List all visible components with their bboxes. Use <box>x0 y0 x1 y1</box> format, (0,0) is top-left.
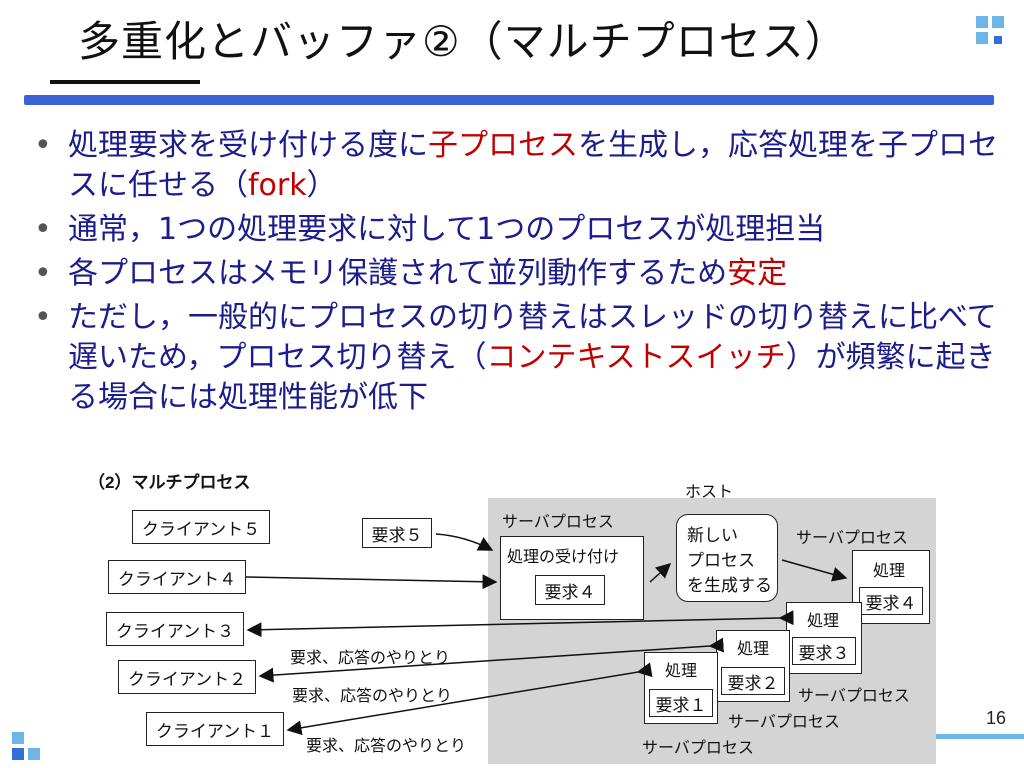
bullet-marker: • <box>34 300 52 335</box>
server-process-label: サーバプロセス <box>796 530 908 547</box>
bullet-text: を生成し，応答処理を子プロセスに任せる（ <box>68 128 998 203</box>
exchange-arrow-1 <box>286 662 653 736</box>
new-process-line-1: 新しい <box>687 525 738 545</box>
new-process-line-2: プロセス <box>687 550 755 570</box>
host-label: ホスト <box>685 484 734 501</box>
request-5-arrow <box>435 533 494 551</box>
bullet-item: • 各プロセスはメモリ保護されて並列動作するため安定 <box>28 254 1008 294</box>
bullet-text: ） <box>306 168 337 203</box>
client-1-box: クライアント１ <box>146 712 284 746</box>
worker-process-box: 処理 要求４ <box>852 550 930 624</box>
title-underline <box>50 80 200 84</box>
worker-request-box: 要求１ <box>649 689 713 717</box>
title-rule <box>24 95 994 105</box>
worker-request-box: 要求３ <box>792 637 856 665</box>
highlighted-term: 子プロセス <box>428 128 578 163</box>
bullet-text: 処理要求を受け付ける度に <box>68 128 428 163</box>
decoration-square <box>28 748 40 760</box>
request-5-box: 要求５ <box>362 518 432 548</box>
worker-request-box: 要求２ <box>721 667 785 695</box>
bullet-marker: • <box>34 256 52 291</box>
new-process-arrow <box>781 559 848 582</box>
multiprocess-diagram: （2）マルチプロセス ホスト クライアント５ クライアント４ クライアント３ ク… <box>0 450 1024 768</box>
exchange-arrow-2 <box>258 637 724 683</box>
decoration-square <box>992 16 1004 28</box>
bullet-text: 通常，1つの処理要求に対して1つのプロセスが処理担当 <box>68 212 826 247</box>
client-2-box: クライアント２ <box>118 660 256 694</box>
worker-process-box: 処理 要求３ <box>786 602 862 674</box>
bullet-item: • 通常，1つの処理要求に対して1つのプロセスが処理担当 <box>28 210 1008 250</box>
exchange-label: 要求、応答のやりとり <box>306 738 467 755</box>
bullet-marker: • <box>34 128 52 163</box>
spawn-arrow <box>649 562 672 583</box>
slide-title: 多重化とバッファ②（マルチプロセス） <box>78 17 848 66</box>
bullet-text: 各プロセスはメモリ保護されて並列動作するため <box>68 256 728 291</box>
decoration-square <box>976 16 988 28</box>
highlighted-term: fork <box>248 168 307 203</box>
worker-process-label: 処理 <box>737 641 770 658</box>
bullet-marker: • <box>34 212 52 247</box>
client-5-box: クライアント５ <box>132 510 270 544</box>
new-process-box: 新しい プロセス を生成する <box>676 514 778 602</box>
client-4-arrow <box>245 574 498 590</box>
decoration-square <box>976 32 988 44</box>
bullet-text: ）が頻繁に起きる場合には処理性能が低下 <box>68 340 996 415</box>
decoration-square <box>12 732 24 744</box>
worker-process-label: 処理 <box>873 563 906 580</box>
worker-request-box: 要求４ <box>859 587 923 615</box>
bullet-list: • 処理要求を受け付ける度に子プロセスを生成し，応答処理を子プロセスに任せる（fo… <box>28 126 1008 422</box>
server-process-label: サーバプロセス <box>502 514 614 531</box>
highlighted-term: 安定 <box>727 256 788 291</box>
worker-process-box: 処理 要求２ <box>716 630 790 702</box>
worker-process-label: 処理 <box>807 613 840 630</box>
bullet-item: • 処理要求を受け付ける度に子プロセスを生成し，応答処理を子プロセスに任せる（fo… <box>28 126 1008 206</box>
pending-request-4: 要求４ <box>535 575 605 605</box>
server-process-label: サーバプロセス <box>728 714 840 731</box>
highlighted-term: コンテキストスイッチ <box>486 340 786 375</box>
bullet-item: • ただし，一般的にプロセスの切り替えはスレッドの切り替えに比べて遅いため，プロセ… <box>28 298 1008 418</box>
server-process-label: サーバプロセス <box>798 688 910 705</box>
decoration-square <box>12 748 24 760</box>
diagram-caption: （2）マルチプロセス <box>88 473 251 492</box>
page-number: 16 <box>985 708 1006 728</box>
client-4-box: クライアント４ <box>108 560 246 594</box>
arrows-layer <box>245 533 848 736</box>
reception-box: 処理の受け付け 要求４ <box>500 536 644 620</box>
decoration-bar <box>936 734 1024 739</box>
decoration-square <box>994 36 1002 44</box>
new-process-line-3: を生成する <box>687 575 772 595</box>
client-3-box: クライアント３ <box>106 612 244 646</box>
bullet-text: ただし，一般的にプロセスの切り替えはスレッドの切り替えに比べて遅いため，プロセス… <box>68 300 997 375</box>
reception-label: 処理の受け付け <box>507 549 620 566</box>
server-process-label: サーバプロセス <box>642 740 754 757</box>
exchange-arrow-3 <box>246 610 794 638</box>
